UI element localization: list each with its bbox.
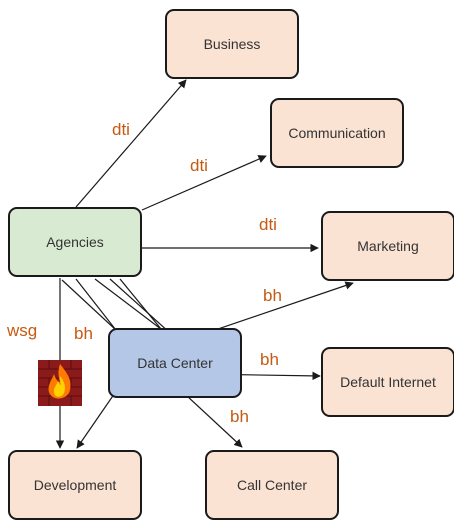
node-development-label: Development xyxy=(33,477,117,493)
node-agencies[interactable]: Agencies xyxy=(8,207,142,277)
edge-agencies-business xyxy=(75,79,187,208)
node-default-internet[interactable]: Default Internet xyxy=(321,347,454,417)
edge-label-datacenter-marketing: bh xyxy=(263,286,282,305)
node-call-center-label: Call Center xyxy=(236,477,308,493)
node-default-internet-label: Default Internet xyxy=(340,374,436,390)
edge-label-datacenter-default-internet: bh xyxy=(260,350,279,369)
node-marketing-label: Marketing xyxy=(357,238,419,254)
edge-label-agencies-development: wsg xyxy=(7,321,38,340)
node-data-center[interactable]: Data Center xyxy=(108,328,242,398)
edge-label-datacenter-development: bh xyxy=(74,324,93,343)
node-call-center[interactable]: Call Center xyxy=(205,450,339,520)
node-marketing[interactable]: Marketing xyxy=(321,211,454,281)
node-data-center-label: Data Center xyxy=(137,355,213,371)
edge-label-agencies-business: dti xyxy=(112,120,130,139)
node-development[interactable]: Development xyxy=(8,450,142,520)
node-communication[interactable]: Communication xyxy=(270,98,404,168)
edge-label-agencies-communication: dti xyxy=(190,156,208,175)
node-agencies-label: Agencies xyxy=(46,234,104,250)
edge-label-agencies-call-center: bh xyxy=(230,407,249,426)
edge-label-agencies-marketing: dti xyxy=(259,215,277,234)
node-communication-label: Communication xyxy=(288,125,386,141)
edge-agencies-communication xyxy=(141,155,267,211)
firewall-icon xyxy=(38,360,82,406)
node-business[interactable]: Business xyxy=(165,9,299,79)
node-business-label: Business xyxy=(203,36,261,52)
